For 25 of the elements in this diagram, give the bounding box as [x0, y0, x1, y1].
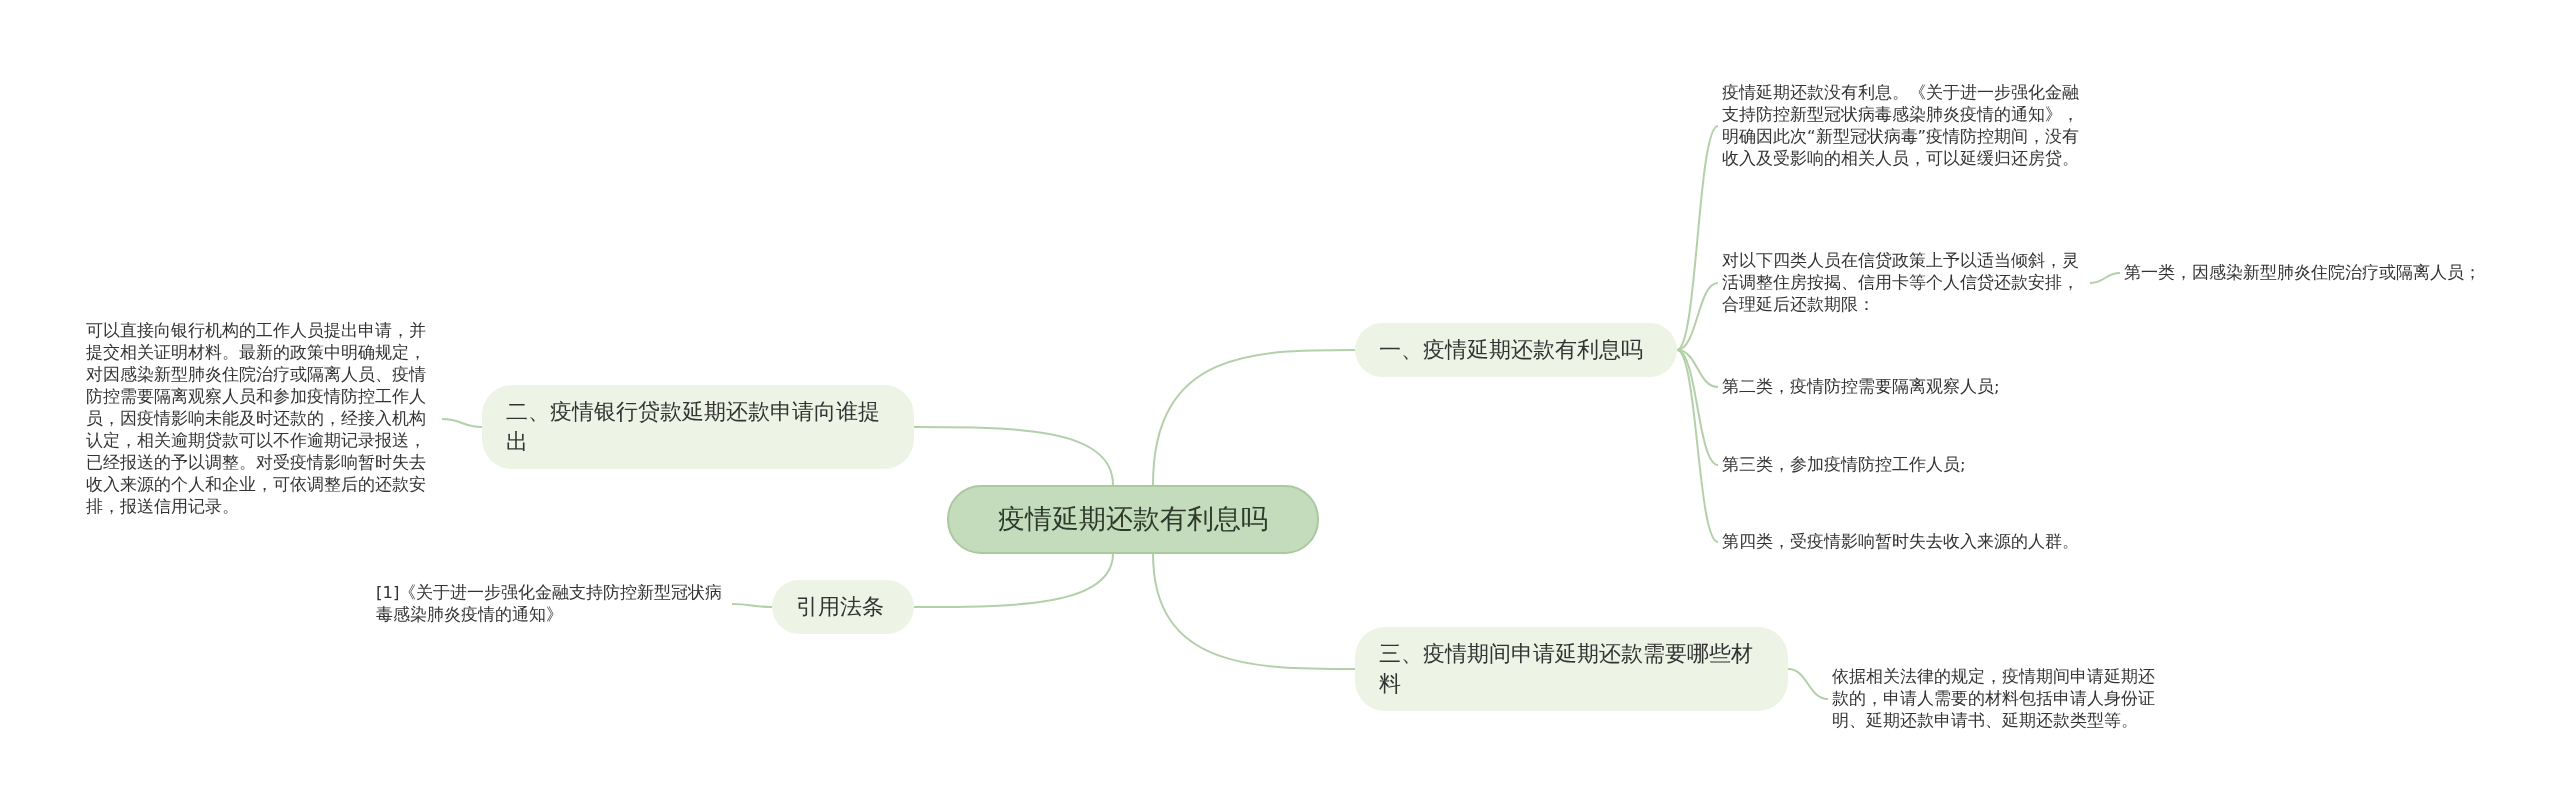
leaf-text: 第三类，参加疫情防控工作人员;	[1718, 454, 2090, 476]
connector-line	[2089, 272, 2121, 284]
leaf-text: 对以下四类人员在信贷政策上予以适当倾斜，灵活调整住房按揭、信用卡等个人信贷还款安排，合理延后还款期限：	[1718, 250, 2090, 316]
topic-pill: 引用法条	[772, 580, 914, 634]
connector-line	[1676, 282, 1719, 351]
connector-line	[913, 552, 1114, 608]
leaf-text: 第一类，因感染新型肺炎住院治疗或隔离人员；	[2120, 262, 2500, 284]
topic-pill: 一、疫情延期还款有利息吗	[1355, 323, 1677, 377]
leaf-text: 依据相关法律的规定，疫情期间申请延期还款的，申请人需要的材料包括申请人身份证明、延期还款申请书、延期还款类型等。	[1828, 666, 2173, 732]
leaf-text: 第二类，疫情防控需要隔离观察人员;	[1718, 376, 2090, 398]
topic-pill: 二、疫情银行贷款延期还款申请向谁提出	[482, 385, 914, 469]
connector-line	[1676, 125, 1719, 351]
leaf-text: 可以直接向银行机构的工作人员提出申请，并提交相关证明材料。最新的政策中明确规定，对因感染新型肺炎住院治疗或隔离人员、疫情防控需要隔离观察人员和参加疫情防控工作人员，因疫情影响未能及时还款的，经接入机构认定，相关逾期贷款可以不作逾期记录报送，已经报送的予以调整。对受疫情影响暂时失去收入来源的个人和企业，可依调整后的还款安排，报送信用记录。	[82, 320, 442, 518]
central-topic: 疫情延期还款有利息吗	[947, 485, 1319, 554]
connector-line	[1787, 668, 1829, 700]
leaf-text: [1]《关于进一步强化金融支持防控新型冠状病毒感染肺炎疫情的通知》	[372, 582, 732, 626]
connector-line	[1676, 349, 1719, 543]
connector-line	[913, 426, 1114, 486]
connector-line	[731, 603, 773, 608]
connector-line	[441, 418, 483, 428]
leaf-text: 第四类，受疫情影响暂时失去收入来源的人群。	[1718, 531, 2090, 553]
connector-line	[1152, 349, 1356, 486]
connector-line	[1152, 552, 1356, 670]
leaf-text: 疫情延期还款没有利息。《关于进一步强化金融支持防控新型冠状病毒感染肺炎疫情的通知》，明确因此次“新型冠状病毒”疫情防控期间，没有收入及受影响的相关人员，可以延缓归还房贷。	[1718, 82, 2090, 170]
topic-pill: 三、疫情期间申请延期还款需要哪些材料	[1355, 627, 1788, 711]
